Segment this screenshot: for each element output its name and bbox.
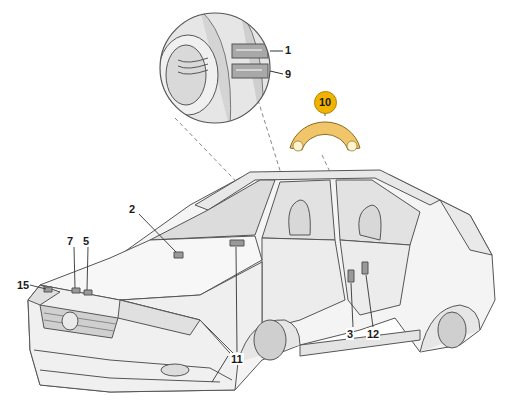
callout-number: 1: [284, 44, 292, 56]
callout-number: 5: [82, 235, 90, 247]
callout-number: 3: [346, 328, 354, 340]
callout-number: 2: [128, 203, 136, 215]
callout-number: 12: [366, 328, 380, 340]
callout-number: 7: [66, 235, 74, 247]
callout-circle: 10: [314, 91, 337, 114]
callout-number: 10: [319, 96, 331, 108]
callout-number: 9: [284, 68, 292, 80]
callout-number: 15: [16, 279, 30, 291]
callout-number: 11: [230, 353, 244, 365]
